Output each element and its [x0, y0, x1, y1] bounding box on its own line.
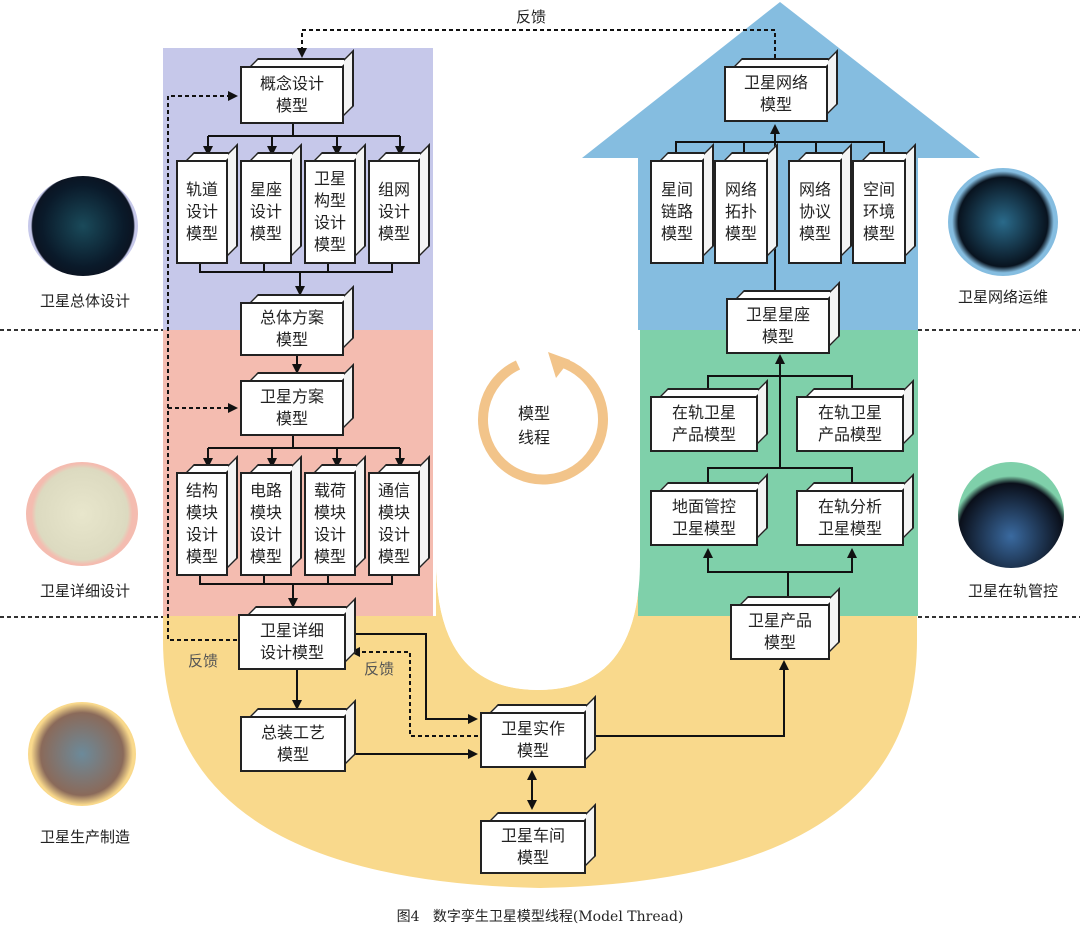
space-environment-model: 空间 环境 模型 [852, 160, 906, 264]
intersat-link-model: 星间 链路 模型 [650, 160, 704, 264]
network-protocol-model: 网络 协议 模型 [788, 160, 842, 264]
network-protocol-label: 网络 协议 模型 [798, 180, 831, 243]
onorbit-product-model-2: 在轨卫星 产品模型 [796, 396, 904, 452]
onorbit-band [638, 330, 918, 616]
circuit-module-label: 电路 模块 设计 模型 [249, 481, 282, 566]
payload-module-label: 载荷 模块 设计 模型 [313, 481, 346, 566]
satellite-scheme-label: 卫星方案 模型 [259, 387, 324, 428]
onorbit-analysis-model: 在轨分析 卫星模型 [796, 490, 904, 546]
ground-control-label: 地面管控 卫星模型 [671, 497, 736, 538]
payload-module-model: 载荷 模块 设计 模型 [304, 472, 356, 576]
feedback-label-left: 反馈 [188, 652, 219, 670]
comms-module-model: 通信 模块 设计 模型 [368, 472, 420, 576]
overall-scheme-label: 总体方案 模型 [259, 308, 324, 349]
model-thread-label: 模型 线程 [517, 404, 550, 447]
workshop-model: 卫星车间 模型 [480, 820, 586, 874]
globe-network-icon [28, 176, 138, 276]
detailed-design-label: 卫星详细 设计模型 [259, 621, 324, 662]
constellation-design-model: 星座 设计 模型 [240, 160, 292, 264]
constellation-design-label: 星座 设计 模型 [249, 180, 282, 243]
intersat-link-label: 星间 链路 模型 [660, 180, 693, 243]
assembly-process-model: 总装工艺 模型 [240, 716, 346, 772]
feedback-label-middle: 反馈 [364, 660, 395, 678]
configuration-design-model: 卫星 构型 设计 模型 [304, 160, 356, 264]
satellite-orbit-icon [958, 462, 1064, 568]
configuration-design-label: 卫星 构型 设计 模型 [313, 169, 346, 254]
concept-design-model-label: 概念设计 模型 [259, 74, 324, 115]
feedback-top-line [297, 29, 776, 58]
network-topology-label: 网络 拓扑 模型 [724, 180, 757, 243]
phase-label-overall-design: 卫星总体设计 [39, 292, 130, 310]
fabrication-model: 卫星实作 模型 [480, 712, 586, 768]
figure-caption: 图4 数字孪生卫星模型线程(Model Thread) [396, 909, 684, 925]
orbit-design-model: 轨道 设计 模型 [176, 160, 228, 264]
phase-label-detailed-design: 卫星详细设计 [39, 582, 130, 600]
network-topology-model: 网络 拓扑 模型 [714, 160, 768, 264]
detailed-design-model: 卫星详细 设计模型 [238, 614, 346, 670]
network-links-icon [948, 168, 1058, 276]
assembly-process-label: 总装工艺 模型 [260, 723, 325, 764]
phase-label-production: 卫星生产制造 [39, 828, 130, 846]
networking-design-model: 组网 设计 模型 [368, 160, 420, 264]
onorbit-product-label-1: 在轨卫星 产品模型 [671, 403, 736, 444]
constellation-model: 卫星星座 模型 [726, 298, 830, 354]
network-band-arrow [582, 2, 980, 330]
factory-floor-icon [28, 702, 136, 806]
structure-module-label: 结构 模块 设计 模型 [185, 481, 218, 566]
workshop-label: 卫星车间 模型 [500, 826, 565, 867]
thread-cycle-arrow [478, 357, 608, 485]
constellation-label: 卫星星座 模型 [745, 305, 810, 346]
fabrication-label: 卫星实作 模型 [500, 719, 565, 760]
phase-label-onorbit-control: 卫星在轨管控 [967, 582, 1058, 600]
onorbit-product-model-1: 在轨卫星 产品模型 [650, 396, 758, 452]
concept-design-model: 概念设计 模型 [240, 66, 344, 124]
feedback-left-line [167, 91, 238, 641]
onorbit-analysis-label: 在轨分析 卫星模型 [817, 497, 882, 538]
feedback-label-top: 反馈 [516, 8, 547, 26]
satellite-scheme-model: 卫星方案 模型 [240, 380, 344, 436]
ground-control-model: 地面管控 卫星模型 [650, 490, 758, 546]
satellite-network-model: 卫星网络 模型 [724, 66, 828, 122]
orbit-design-label: 轨道 设计 模型 [185, 180, 218, 243]
space-environment-label: 空间 环境 模型 [862, 180, 895, 243]
onorbit-product-label-2: 在轨卫星 产品模型 [817, 403, 882, 444]
satellite-product-label: 卫星产品 模型 [747, 611, 812, 652]
thread-arrowhead [548, 352, 570, 378]
satellite-network-label: 卫星网络 模型 [743, 73, 808, 114]
circuit-module-model: 电路 模块 设计 模型 [240, 472, 292, 576]
phase-label-network-ops: 卫星网络运维 [957, 288, 1048, 306]
overall-scheme-model: 总体方案 模型 [240, 302, 344, 356]
satellite-schematic-icon [26, 462, 138, 566]
networking-design-label: 组网 设计 模型 [377, 180, 410, 243]
satellite-product-model: 卫星产品 模型 [730, 604, 830, 660]
structure-module-model: 结构 模块 设计 模型 [176, 472, 228, 576]
comms-module-label: 通信 模块 设计 模型 [377, 481, 410, 566]
